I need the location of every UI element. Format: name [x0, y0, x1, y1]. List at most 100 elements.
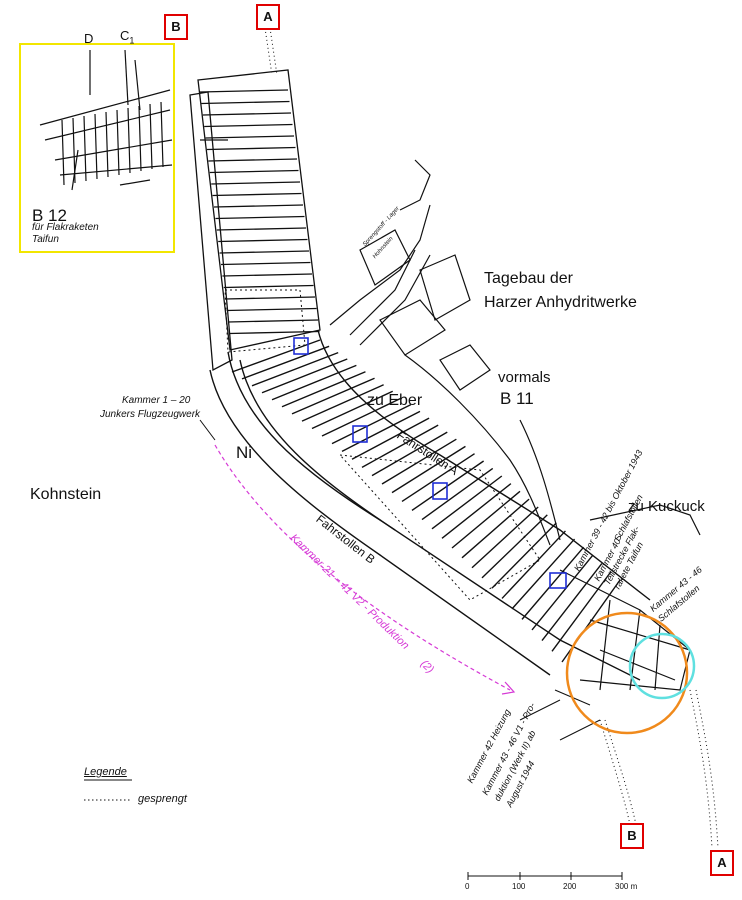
tunnel-chamber-line — [351, 417, 430, 460]
label-zu-eber: zu Eber — [367, 392, 423, 409]
tunnel-chamber-line — [219, 250, 310, 254]
tunnel-chamber-line — [138, 105, 142, 172]
tunnel-chamber-line — [222, 273, 313, 277]
tunnel-chamber-line — [511, 538, 576, 610]
tunnel-chamber-line — [223, 284, 314, 289]
tunnel-chamber-line — [204, 123, 293, 128]
tunnel-chamber-line — [213, 204, 304, 208]
tunnel-chamber-line — [301, 384, 384, 422]
label-vormals: vormals — [498, 369, 551, 386]
tunnel-chamber-line — [421, 467, 494, 521]
inset-b12 — [19, 43, 175, 253]
tunnel-chamber-line — [199, 89, 289, 93]
tunnel-chamber-line — [391, 445, 466, 494]
tunnel-chamber-line — [202, 112, 292, 116]
tagebau-structures — [329, 159, 701, 546]
tunnel-chamber-line — [441, 483, 512, 539]
inset-col-c1: C1 — [120, 28, 134, 46]
tunnel-chamber-line — [226, 307, 317, 312]
tunnel-chamber-line — [225, 296, 316, 300]
tunnel-chamber-line — [281, 371, 366, 408]
marker-b-bottom: B — [620, 823, 644, 849]
inset-title: B 12 — [32, 206, 67, 225]
tunnel-chamber-line — [72, 117, 76, 184]
tunnel-chamber-line — [241, 345, 330, 380]
scale-300: 300 m — [615, 882, 638, 891]
main-curved-tunnels — [209, 329, 651, 681]
marker-b-top: B — [164, 14, 188, 40]
tunnel-chamber-line — [271, 364, 357, 401]
tunnel-chamber-line — [321, 397, 403, 437]
scale-200: 200 — [563, 882, 577, 891]
tunnel-chamber-line — [251, 352, 339, 387]
scale-0: 0 — [465, 882, 470, 891]
tunnel-chamber-line — [127, 107, 131, 174]
tunnel-chamber-line — [291, 377, 375, 415]
tunnel-chamber-line — [541, 563, 603, 642]
tunnel-chamber-line — [160, 101, 164, 168]
tunnel-chamber-line — [231, 339, 321, 373]
label-tagebau-2: Harzer Anhydritwerke — [484, 294, 637, 311]
label-kammer-1-20-b: Junkers Flugzeugwerk — [100, 409, 201, 420]
tunnel-chamber-line — [521, 546, 585, 620]
tunnel-chamber-line — [401, 453, 475, 503]
tunnel-chamber-line — [208, 158, 298, 162]
v2-production-arrow — [214, 444, 516, 695]
tunnel-chamber-line — [116, 109, 120, 176]
tunnel-chamber-line — [220, 261, 311, 266]
tunnel-chamber-line — [341, 410, 421, 452]
tunnel-chamber-line — [227, 319, 319, 323]
tunnel-chamber-line — [451, 490, 521, 549]
tunnel-chamber-line — [501, 530, 566, 599]
tunnel-chamber-line — [311, 390, 394, 430]
label-kammer-1-20-a: Kammer 1 – 20 — [122, 395, 191, 406]
tunnel-chamber-line — [481, 514, 548, 579]
tunnel-chamber-line — [531, 554, 594, 631]
orange-circle — [565, 611, 689, 735]
tunnel-chamber-line — [411, 460, 485, 511]
scale-100: 100 — [512, 882, 526, 891]
tunnel-chamber-line — [218, 238, 308, 243]
tunnel-chamber-line — [461, 498, 530, 559]
legend-dotted-sample — [84, 779, 132, 801]
north-tunnel-section — [189, 69, 321, 372]
label-kohnstein: Kohnstein — [30, 486, 102, 503]
label-b11: B 11 — [500, 389, 534, 408]
tunnel-chamber-line — [216, 227, 307, 231]
tunnel-chamber-line — [205, 135, 295, 139]
label-ni: Ni — [236, 443, 253, 462]
tunnel-chamber-line — [215, 215, 305, 220]
marker-a-bottom: A — [710, 850, 734, 876]
tunnel-chamber-line — [261, 358, 348, 394]
tunnel-chamber-line — [212, 192, 302, 197]
tunnel-chamber-line — [201, 100, 290, 105]
tunnel-chamber-line — [371, 431, 448, 477]
demolished-section — [224, 289, 541, 601]
tunnel-chamber-line — [471, 506, 539, 569]
tunnel-chamber-line — [361, 424, 439, 468]
tunnel-chamber-line — [431, 475, 503, 530]
tunnel-chamber-line — [551, 571, 612, 652]
scale-bar — [467, 872, 623, 880]
inset-col-c1-letter: C — [120, 28, 130, 43]
legend-title: Legende — [84, 766, 127, 778]
label-zu-kuckuck: zu Kuckuck — [628, 498, 705, 515]
cyan-circle — [628, 632, 696, 700]
marker-a-top: A — [256, 4, 280, 30]
legend-dotted-label: gesprengt — [138, 793, 187, 805]
tunnel-chamber-line — [61, 119, 65, 186]
tunnel-chamber-line — [149, 103, 153, 170]
tunnel-chamber-line — [229, 330, 320, 335]
inset-col-d: D — [84, 31, 94, 46]
inset-line2: Taifun — [32, 234, 59, 245]
tunnel-chamber-line — [94, 113, 98, 180]
tunnel-chamber-line — [83, 115, 87, 182]
tunnel-chamber-line — [105, 111, 109, 178]
tunnel-chamber-line — [381, 438, 457, 485]
tunnel-chamber-line — [331, 403, 412, 445]
tunnel-chamber-line — [491, 522, 557, 589]
tunnel-chamber-line — [206, 146, 296, 151]
label-tagebau-1: Tagebau der — [484, 270, 573, 287]
tunnel-chamber-line — [211, 181, 301, 185]
